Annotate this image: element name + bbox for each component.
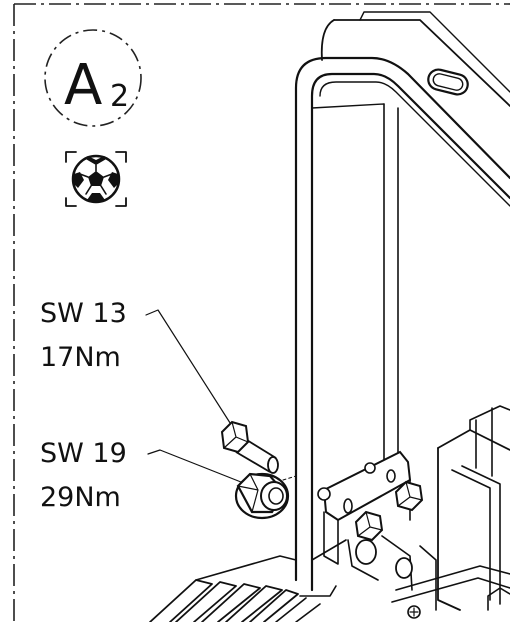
step-badge-subscript: 2 [110,79,129,114]
mounting-plate [317,450,424,591]
hex-bolt [220,420,279,474]
step-badge-letter: A [64,53,102,118]
soccer-ball-icon [65,151,127,207]
callout-2-torque: 29Nm [40,482,121,513]
detail-frame [13,3,510,622]
callout-2-wrench-size: SW 19 [40,438,127,469]
step-badge: A 2 [44,29,142,127]
callout-sw19: SW 19 29Nm [40,438,247,513]
hex-nut [234,472,297,520]
callout-1-wrench-size: SW 13 [40,298,127,329]
leader-line-1 [145,309,233,427]
callout-1-torque: 17Nm [40,342,121,373]
ribbed-housing [391,405,510,619]
callout-sw13: SW 13 17Nm [40,298,233,427]
leader-line-2 [147,449,247,485]
u-bracket [294,11,510,592]
slot-hole [427,68,469,96]
cooling-fins [149,539,347,622]
